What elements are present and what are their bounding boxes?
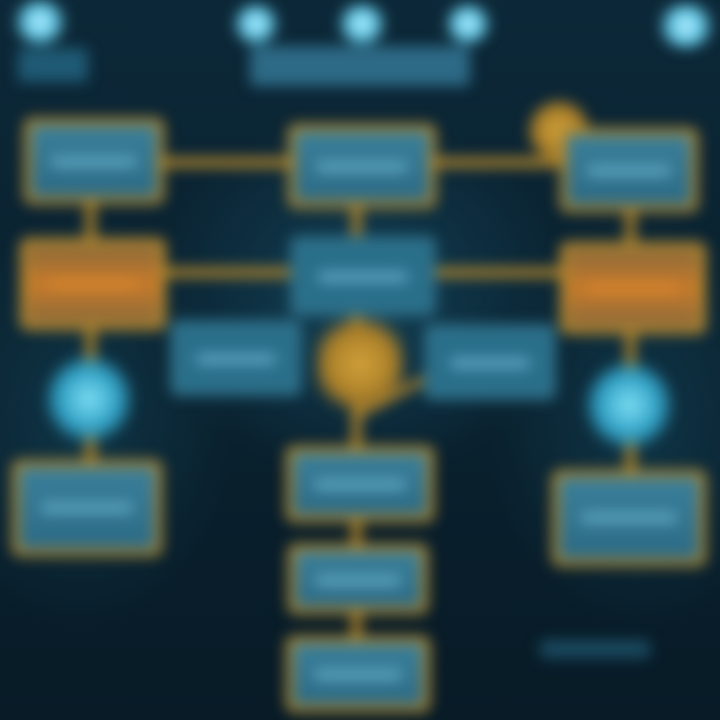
process-node-center-right-3[interactable] [424, 324, 556, 400]
node-label-placeholder [314, 480, 406, 491]
top-center-indicator-1 [232, 4, 280, 44]
node-label-placeholder [40, 503, 134, 514]
top-left-indicator [12, 0, 68, 44]
process-node-center-2[interactable] [290, 236, 436, 316]
connector-row1-right [430, 158, 580, 167]
top-center-indicator-3 [444, 4, 492, 44]
node-label-placeholder [48, 279, 138, 290]
process-node-right-4[interactable] [552, 470, 706, 566]
node-label-placeholder [195, 354, 277, 365]
decision-diamond-center [316, 318, 404, 410]
bottom-right-label-placeholder [540, 640, 650, 658]
header-left-glow [18, 48, 88, 82]
process-node-right-1[interactable] [560, 128, 698, 212]
node-label-placeholder [313, 670, 403, 681]
process-node-center-left-3[interactable] [170, 320, 302, 396]
process-node-right-2[interactable] [560, 242, 706, 334]
connector-row1-left [150, 158, 300, 167]
process-node-left-4[interactable] [12, 460, 162, 556]
top-right-indicator [656, 4, 716, 48]
connector-left-vertical [86, 190, 95, 480]
node-label-placeholder [318, 272, 408, 283]
process-node-left-1[interactable] [24, 118, 164, 204]
left-glow-icon [46, 356, 132, 442]
process-node-center-4[interactable] [286, 446, 434, 522]
node-label-placeholder [588, 283, 678, 294]
header-banner [250, 46, 470, 86]
right-glow-icon [586, 362, 672, 448]
process-node-center-1[interactable] [288, 124, 436, 208]
top-center-indicator-2 [336, 4, 388, 44]
node-label-placeholder [316, 161, 408, 172]
process-node-left-2[interactable] [20, 238, 166, 330]
node-label-placeholder [315, 575, 401, 586]
node-label-placeholder [449, 358, 531, 369]
connector-row2-left [150, 268, 300, 277]
connector-row2-right [430, 268, 580, 277]
node-label-placeholder [581, 513, 677, 524]
process-node-center-5[interactable] [288, 544, 428, 614]
node-label-placeholder [586, 165, 672, 176]
connector-right-vertical [626, 190, 635, 480]
node-label-placeholder [51, 156, 137, 167]
process-node-center-6[interactable] [286, 636, 430, 712]
